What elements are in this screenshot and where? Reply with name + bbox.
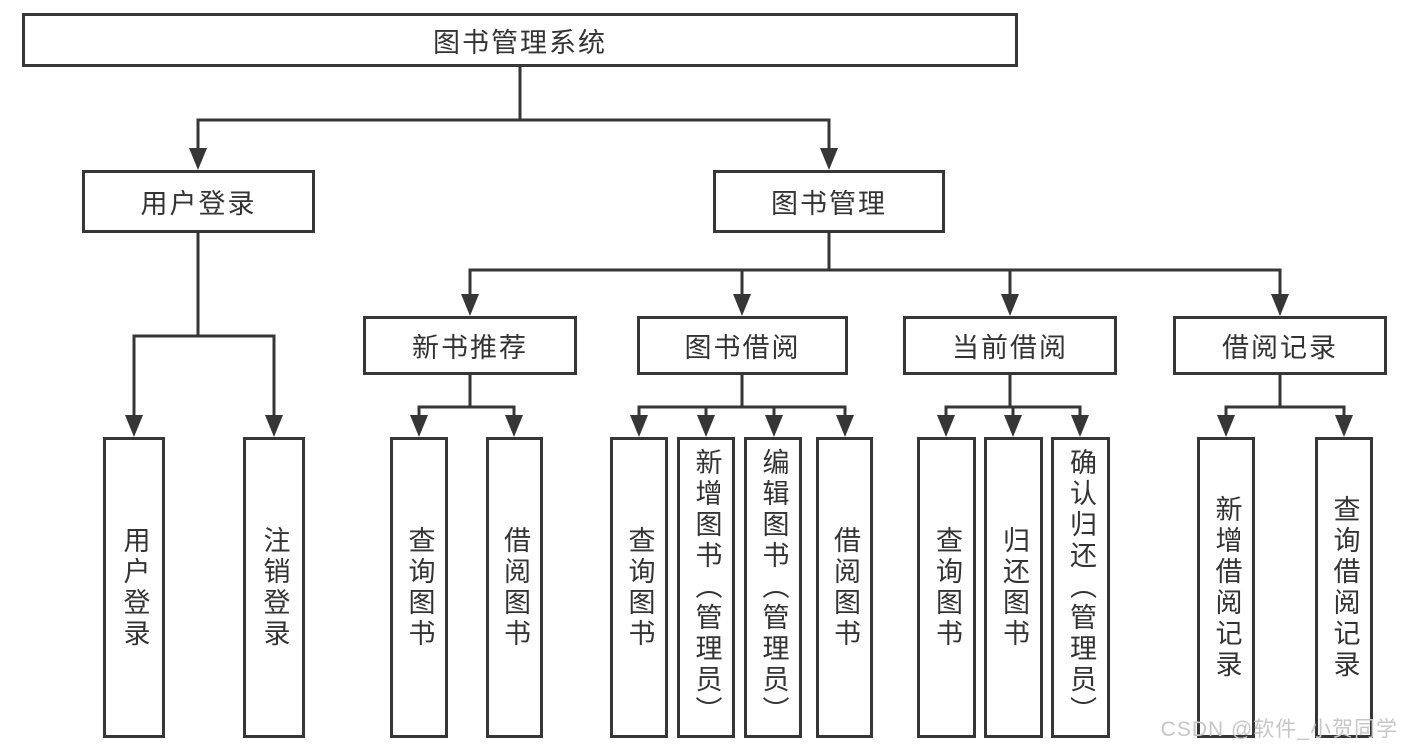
node-label: 新增图书（管理员） [691, 448, 722, 727]
node-label: 编辑图书（管理员） [758, 448, 789, 727]
leaf-user-login: 用户登录 [103, 437, 165, 738]
node-label: 图书借阅 [684, 333, 801, 363]
node-label: 借阅图书 [830, 525, 860, 650]
node-label: 图书管理 [771, 189, 887, 219]
leaf-add-books-admin: 新增图书（管理员） [677, 437, 735, 738]
node-current-borrow: 当前借阅 [903, 316, 1117, 375]
leaf-return-books: 归还图书 [984, 437, 1043, 738]
node-root-system: 图书管理系统 [22, 13, 1018, 67]
node-borrow-records: 借阅记录 [1173, 316, 1387, 375]
node-label: 确认归还（管理员） [1066, 448, 1096, 727]
node-book-management-branch: 图书管理 [713, 170, 945, 233]
leaf-borrow-books-1: 借阅图书 [486, 437, 543, 738]
node-label: 用户登录 [140, 189, 257, 219]
leaf-query-books-2: 查询图书 [610, 437, 668, 738]
leaf-logout: 注销登录 [243, 437, 305, 738]
node-label: 归还图书 [999, 525, 1029, 650]
node-label: 查询图书 [932, 525, 962, 650]
node-label: 注销登录 [259, 525, 290, 650]
node-label: 图书管理系统 [433, 27, 607, 58]
node-label: 新书推荐 [412, 333, 528, 363]
node-label: 查询借阅记录 [1329, 494, 1360, 681]
leaf-query-books-1: 查询图书 [390, 437, 448, 738]
node-label: 当前借阅 [952, 333, 1068, 363]
leaf-edit-books-admin: 编辑图书（管理员） [744, 437, 802, 738]
node-label: 查询图书 [624, 525, 655, 650]
leaf-add-borrow-record: 新增借阅记录 [1197, 437, 1255, 738]
node-label: 借阅记录 [1222, 333, 1338, 363]
leaf-borrow-books-2: 借阅图书 [816, 437, 873, 738]
leaf-query-borrow-record: 查询借阅记录 [1315, 437, 1373, 738]
leaf-confirm-return-admin: 确认归还（管理员） [1051, 437, 1110, 738]
node-label: 查询图书 [404, 525, 435, 650]
node-label: 新增借阅记录 [1211, 494, 1242, 681]
node-label: 用户登录 [119, 525, 150, 650]
node-label: 借阅图书 [500, 525, 530, 650]
csdn-watermark: CSDN @软件_小贺同学 [1160, 718, 1398, 741]
node-user-login-branch: 用户登录 [82, 170, 315, 233]
node-new-book-recommend: 新书推荐 [363, 316, 577, 375]
node-book-borrow: 图书借阅 [637, 316, 848, 375]
leaf-query-books-3: 查询图书 [917, 437, 976, 738]
